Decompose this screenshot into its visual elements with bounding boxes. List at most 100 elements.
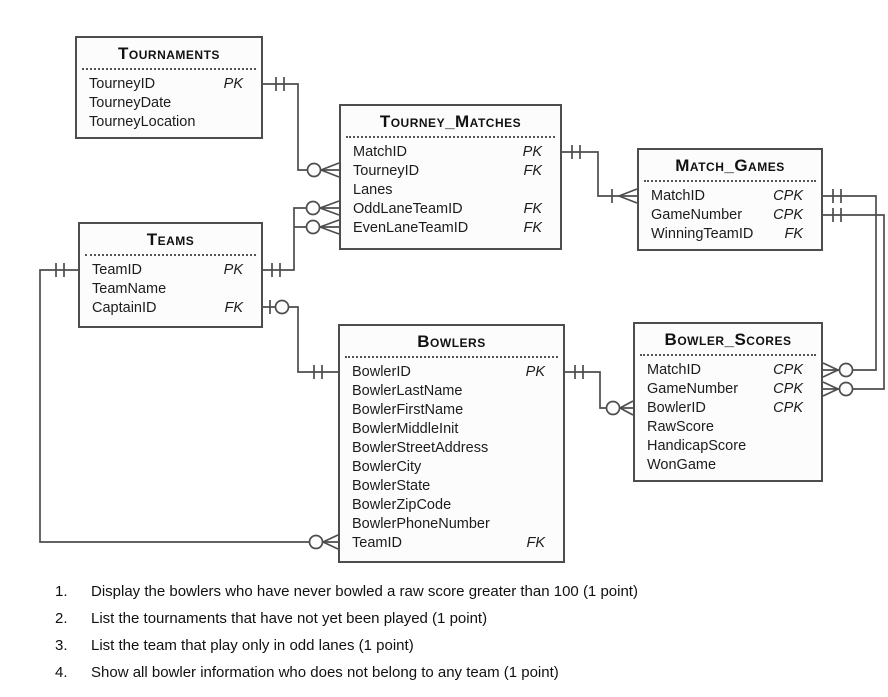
field-row: CaptainID FK [92, 299, 243, 318]
rel-tourneymatches-matchgames [562, 145, 638, 204]
entity-teams-title: Teams [146, 230, 195, 249]
field-row: TourneyDate [89, 94, 243, 113]
rel-matchgames-bowlerscores-matchid [822, 189, 877, 378]
field-row: BowlerFirstName [352, 401, 545, 420]
crowfoot-icon [619, 400, 634, 416]
question-number: 3. [55, 637, 68, 654]
field-row: WonGame [647, 456, 803, 475]
rel-teams-tourneymatches [263, 200, 340, 277]
field-key: CPK [773, 188, 803, 204]
field-name: BowlerStreetAddress [352, 440, 489, 456]
one-one-tick-icon [571, 145, 581, 159]
field-name: MatchID [647, 362, 701, 378]
entity-bowler-scores-title: Bowler_Scores [664, 330, 792, 349]
entity-separator [640, 354, 816, 356]
field-row: TeamName [92, 280, 243, 299]
rel-tournaments-tourneymatches [263, 77, 340, 178]
field-key: CPK [773, 381, 803, 397]
field-name: BowlerCity [352, 459, 422, 475]
entity-separator [644, 180, 816, 182]
field-row: TourneyID FK [353, 162, 542, 181]
field-row: BowlerMiddleInit [352, 420, 545, 439]
field-name: TourneyID [353, 163, 420, 179]
field-name: BowlerLastName [352, 383, 463, 399]
one-one-tick-icon [832, 208, 842, 222]
optional-circle-icon [306, 162, 322, 178]
question-item: 1. Display the bowlers who have never bo… [55, 582, 845, 602]
field-row: BowlerLastName [352, 382, 545, 401]
field-name: BowlerFirstName [352, 402, 464, 418]
question-text: List the team that play only in odd lane… [91, 637, 414, 654]
field-name: BowlerMiddleInit [352, 421, 459, 437]
field-key: CPK [773, 207, 803, 223]
field-row: BowlerCity [352, 458, 545, 477]
field-key: FK [526, 535, 545, 551]
field-row: BowlerState [352, 477, 545, 496]
entity-tournaments-title: Tournaments [118, 44, 220, 63]
field-row: BowlerZipCode [352, 496, 545, 515]
field-key: FK [784, 226, 803, 242]
entity-separator [345, 356, 558, 358]
optional-circle-icon [274, 299, 290, 315]
field-name: CaptainID [92, 300, 157, 316]
crowfoot-icon [319, 219, 340, 235]
field-name: EvenLaneTeamID [353, 220, 469, 236]
field-row: BowlerStreetAddress [352, 439, 545, 458]
crowfoot-icon [822, 381, 839, 397]
field-name: WonGame [647, 457, 717, 473]
question-number: 2. [55, 610, 68, 627]
question-text: Show all bowler information who does not… [91, 664, 559, 681]
field-name: Lanes [353, 182, 393, 198]
one-one-tick-icon [275, 77, 285, 91]
field-key: FK [224, 300, 243, 316]
question-text: Display the bowlers who have never bowle… [91, 583, 638, 600]
field-name: TourneyLocation [89, 114, 196, 130]
one-one-tick-icon [832, 189, 842, 203]
field-key: FK [523, 163, 542, 179]
field-row: RawScore [647, 418, 803, 437]
field-row: MatchID CPK [647, 361, 803, 380]
question-number: 1. [55, 583, 68, 600]
field-row: BowlerPhoneNumber [352, 515, 545, 534]
crowfoot-icon [618, 188, 638, 204]
field-row: EvenLaneTeamID FK [353, 219, 542, 238]
field-key: FK [523, 220, 542, 236]
field-name: TeamName [92, 281, 167, 297]
optional-circle-icon [305, 200, 321, 216]
field-key: FK [523, 201, 542, 217]
question-item: 3. List the team that play only in odd l… [55, 636, 845, 656]
optional-circle-icon [838, 362, 854, 378]
field-name: TourneyID [89, 76, 156, 92]
entity-separator [85, 254, 256, 256]
optional-circle-icon [308, 534, 324, 550]
field-name: MatchID [353, 144, 407, 160]
crowfoot-icon [822, 362, 839, 378]
optional-circle-icon [838, 381, 854, 397]
optional-circle-icon [605, 400, 621, 416]
field-name: MatchID [651, 188, 705, 204]
one-one-tick-icon [313, 365, 323, 379]
field-key: CPK [773, 362, 803, 378]
field-name: RawScore [647, 419, 714, 435]
field-name: BowlerID [647, 400, 706, 416]
crowfoot-icon [320, 162, 340, 178]
questions-list: 1. Display the bowlers who have never bo… [55, 582, 845, 690]
field-key: CPK [773, 400, 803, 416]
crowfoot-icon [319, 200, 340, 216]
rel-matchgames-bowlerscores-gamenumber [822, 208, 885, 397]
field-name: HandicapScore [647, 438, 747, 454]
field-name: BowlerID [352, 364, 411, 380]
entity-tournaments: Tournaments TourneyID PK TourneyDate Tour… [75, 36, 263, 139]
field-name: WinningTeamID [651, 226, 754, 242]
field-row: Lanes [353, 181, 542, 200]
crowfoot-icon [322, 534, 339, 550]
field-key: PK [223, 76, 243, 92]
field-row: BowlerID CPK [647, 399, 803, 418]
entity-separator [346, 136, 555, 138]
